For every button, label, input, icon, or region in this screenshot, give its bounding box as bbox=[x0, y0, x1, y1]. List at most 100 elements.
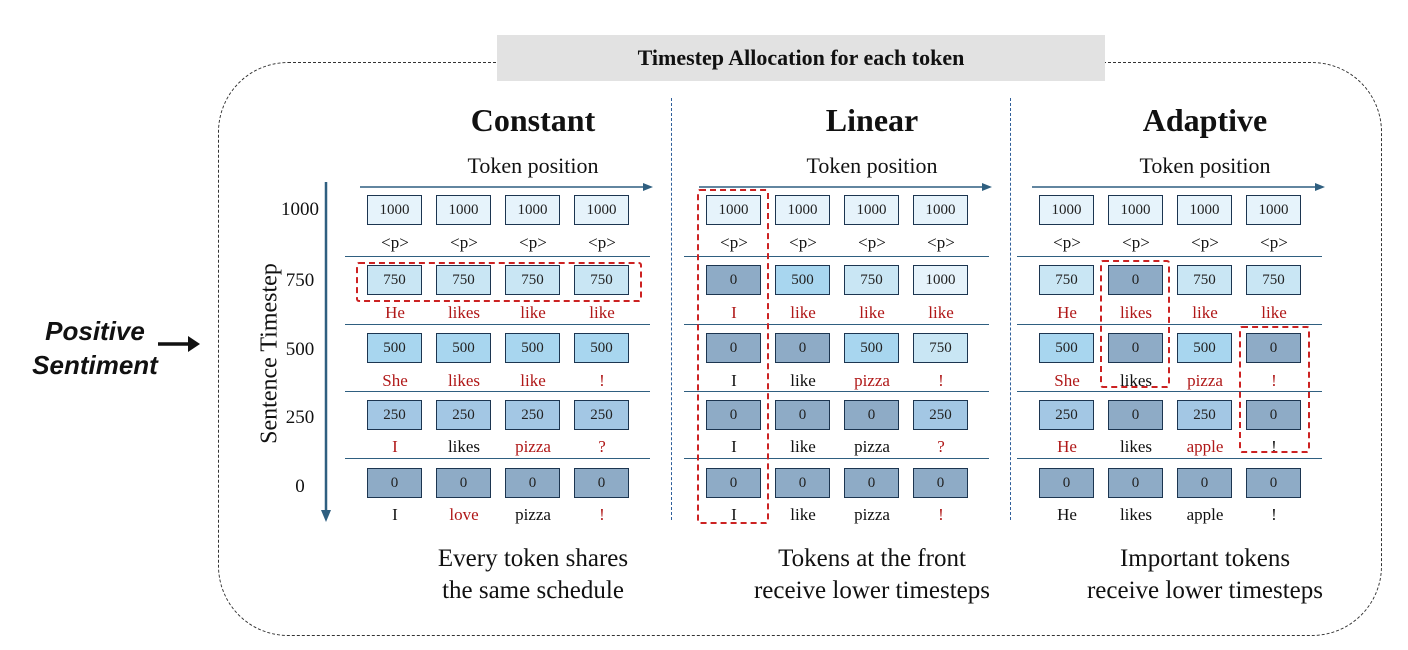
timestep-cell: 0 bbox=[1246, 400, 1301, 430]
panel-divider-2 bbox=[1010, 98, 1011, 520]
token-label: <p> bbox=[927, 233, 955, 252]
token-label: He bbox=[385, 303, 405, 322]
timestep-cell: 0 bbox=[574, 468, 629, 498]
timestep-cell: 1000 bbox=[844, 195, 899, 225]
y-tick-label: 750 bbox=[285, 270, 315, 291]
caption-line: Tokens at the front bbox=[778, 545, 966, 572]
token-label: ! bbox=[1271, 505, 1277, 524]
token-label: ! bbox=[938, 371, 944, 390]
timestep-cell: 0 bbox=[367, 468, 422, 498]
timestep-cell: 0 bbox=[1108, 265, 1163, 295]
y-tick-label: 500 bbox=[285, 339, 315, 360]
row-separator bbox=[1017, 256, 1322, 257]
x-axis-arrow bbox=[1032, 183, 1325, 191]
token-label: <p> bbox=[450, 233, 478, 252]
token-label: ? bbox=[937, 437, 945, 456]
timestep-cell: 750 bbox=[1246, 265, 1301, 295]
timestep-cell: 0 bbox=[775, 333, 830, 363]
timestep-cell: 750 bbox=[436, 265, 491, 295]
row-separator bbox=[345, 391, 650, 392]
timestep-cell: 0 bbox=[1108, 333, 1163, 363]
timestep-cell: 0 bbox=[505, 468, 560, 498]
token-label: pizza bbox=[854, 437, 890, 456]
x-axis-label: Token position bbox=[1139, 153, 1271, 178]
panel-caption: Every token shares the same schedule bbox=[373, 543, 693, 607]
timestep-cell: 0 bbox=[706, 468, 761, 498]
timestep-cell: 750 bbox=[574, 265, 629, 295]
token-label: ! bbox=[599, 505, 605, 524]
token-label: like bbox=[589, 303, 615, 322]
timestep-cell: 0 bbox=[1108, 468, 1163, 498]
y-tick-label: 1000 bbox=[281, 199, 319, 220]
timestep-cell: 1000 bbox=[1108, 195, 1163, 225]
timestep-cell: 0 bbox=[1039, 468, 1094, 498]
timestep-cell: 750 bbox=[913, 333, 968, 363]
token-label: like bbox=[790, 371, 816, 390]
timestep-cell: 0 bbox=[1246, 468, 1301, 498]
token-label: He bbox=[1057, 505, 1077, 524]
timestep-cell: 750 bbox=[1039, 265, 1094, 295]
caption-line: Every token shares bbox=[437, 545, 629, 572]
x-axis-label: Token position bbox=[806, 153, 938, 178]
panel-caption: Tokens at the front receive lower timeste… bbox=[712, 543, 1032, 607]
row-separator bbox=[345, 324, 650, 325]
token-label: ! bbox=[1271, 437, 1277, 456]
y-axis-arrow bbox=[321, 182, 331, 522]
timestep-cell: 500 bbox=[844, 333, 899, 363]
token-label: <p> bbox=[1191, 233, 1219, 252]
timestep-cell: 0 bbox=[913, 468, 968, 498]
timestep-cell: 0 bbox=[844, 468, 899, 498]
timestep-cell: 1000 bbox=[1039, 195, 1094, 225]
token-label: I bbox=[731, 371, 737, 390]
token-label: likes bbox=[447, 371, 481, 390]
timestep-cell: 1000 bbox=[1246, 195, 1301, 225]
token-label: pizza bbox=[515, 505, 551, 524]
x-axis-label: Token position bbox=[467, 153, 599, 178]
token-label: like bbox=[520, 371, 546, 390]
timestep-cell: 250 bbox=[505, 400, 560, 430]
token-label: like bbox=[928, 303, 954, 322]
token-label: ! bbox=[1271, 371, 1277, 390]
y-tick-label: 250 bbox=[285, 407, 315, 428]
token-label: <p> bbox=[720, 233, 748, 252]
row-separator bbox=[684, 458, 989, 459]
highlight-box bbox=[1100, 260, 1170, 388]
token-label: ! bbox=[938, 505, 944, 524]
timestep-cell: 500 bbox=[436, 333, 491, 363]
token-label: likes bbox=[1119, 505, 1153, 524]
token-label: <p> bbox=[1260, 233, 1288, 252]
timestep-cell: 1000 bbox=[436, 195, 491, 225]
timestep-cell: 1000 bbox=[367, 195, 422, 225]
y-tick-label: 0 bbox=[295, 476, 305, 497]
token-label: He bbox=[1057, 303, 1077, 322]
caption-line: receive lower timesteps bbox=[753, 577, 990, 604]
token-label: ! bbox=[599, 371, 605, 390]
timestep-cell: 0 bbox=[706, 400, 761, 430]
timestep-cell: 1000 bbox=[706, 195, 761, 225]
token-label: likes bbox=[1119, 303, 1153, 322]
timestep-cell: 0 bbox=[1108, 400, 1163, 430]
token-label: likes bbox=[1119, 437, 1153, 456]
token-label: likes bbox=[1119, 371, 1153, 390]
timestep-cell: 1000 bbox=[1177, 195, 1232, 225]
panel-title: Adaptive bbox=[1142, 102, 1268, 138]
caption-line: the same schedule bbox=[442, 577, 624, 604]
token-label: <p> bbox=[519, 233, 547, 252]
token-label: <p> bbox=[1053, 233, 1081, 252]
highlight-box bbox=[1239, 326, 1310, 453]
figure-title-text: Timestep Allocation for each token bbox=[637, 45, 965, 70]
timestep-cell: 750 bbox=[844, 265, 899, 295]
timestep-cell: 0 bbox=[1246, 333, 1301, 363]
panel-divider-1 bbox=[671, 98, 672, 520]
token-label: like bbox=[859, 303, 885, 322]
timestep-cell: 250 bbox=[1177, 400, 1232, 430]
side-label-line2: Sentiment bbox=[32, 350, 158, 380]
token-label: like bbox=[790, 505, 816, 524]
highlight-box bbox=[356, 262, 642, 302]
token-label: pizza bbox=[854, 371, 890, 390]
timestep-cell: 500 bbox=[367, 333, 422, 363]
x-axis-arrow bbox=[360, 183, 653, 191]
token-label: <p> bbox=[381, 233, 409, 252]
timestep-cell: 500 bbox=[1039, 333, 1094, 363]
timestep-cell: 0 bbox=[706, 333, 761, 363]
